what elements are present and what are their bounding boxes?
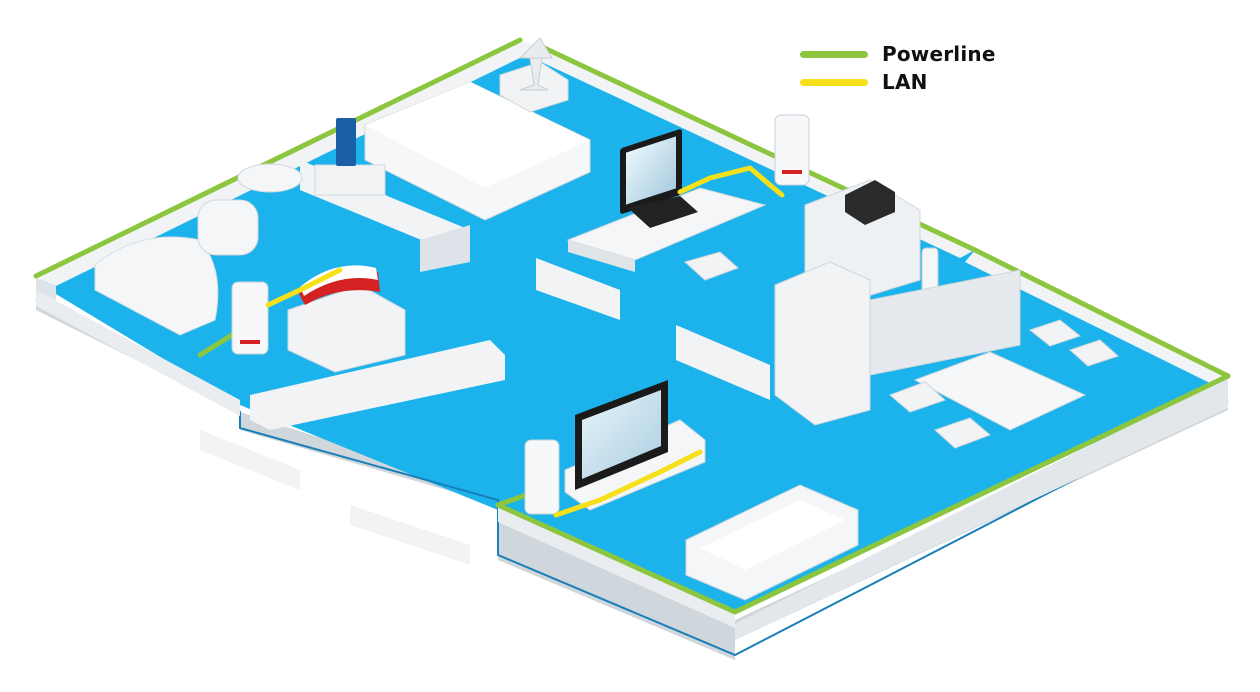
wall-bath-bedroom-side	[420, 225, 470, 272]
powerline-bottom	[495, 373, 1231, 615]
sofa-seat	[700, 500, 845, 570]
desk-front	[568, 240, 635, 272]
legend-item-lan: LAN	[800, 70, 996, 94]
wall-entry-2	[350, 505, 470, 565]
lamp-icon	[518, 37, 553, 91]
wall-entry	[200, 430, 300, 490]
wall-bottom-left	[36, 290, 240, 416]
powerline-adapter-study	[774, 114, 810, 186]
wall-right	[965, 250, 1228, 392]
floor-slab-side	[36, 290, 1228, 660]
powerline-adapter-living	[524, 439, 560, 515]
dining-chair-1	[889, 381, 946, 413]
router-top	[300, 265, 378, 296]
study	[566, 114, 810, 281]
adapter-study-stripe	[782, 170, 802, 174]
lan-living	[553, 449, 703, 518]
living-room	[524, 380, 859, 601]
powerline-top-left	[33, 37, 523, 279]
interior-walls	[200, 160, 770, 565]
adapter-red-stripe	[240, 340, 260, 344]
legend-label-lan: LAN	[882, 70, 928, 94]
monitor-screen	[626, 136, 676, 205]
dining-chair-3	[1028, 319, 1082, 347]
dining-chair-2	[934, 417, 991, 449]
dining-chair-4	[1069, 339, 1119, 367]
sink-icon	[237, 163, 303, 193]
toilet-icon	[197, 199, 259, 256]
dining	[889, 319, 1119, 449]
bedroom-bench	[314, 164, 386, 196]
tablet-icon	[336, 118, 356, 166]
legend: Powerline LAN	[800, 42, 996, 94]
lan-swatch	[800, 78, 868, 86]
dining-table	[913, 351, 1087, 431]
wall-top-left-side	[36, 278, 56, 300]
printer-icon	[845, 180, 895, 225]
keyboard-icon	[628, 196, 698, 228]
tv-screen	[582, 390, 661, 479]
wall-bottom	[498, 505, 735, 628]
wall-kitchen	[676, 325, 770, 400]
wall-right-face	[735, 376, 1228, 640]
wall-hall	[250, 340, 505, 430]
legend-label-powerline: Powerline	[882, 42, 996, 66]
bedroom	[314, 37, 591, 221]
kitchen-cabinets	[869, 269, 1021, 376]
fridge	[774, 261, 871, 426]
lan-bath	[265, 267, 343, 308]
powerline-swatch	[800, 50, 868, 58]
wall-study	[536, 258, 620, 320]
kitchen	[774, 179, 1021, 426]
chair-study	[683, 251, 739, 281]
wall-top-left	[36, 40, 540, 286]
legend-item-powerline: Powerline	[800, 42, 996, 66]
bed-top	[365, 82, 590, 188]
lan-study	[677, 165, 785, 198]
bathroom	[94, 163, 406, 373]
powerline-adapter-bath	[231, 281, 269, 355]
